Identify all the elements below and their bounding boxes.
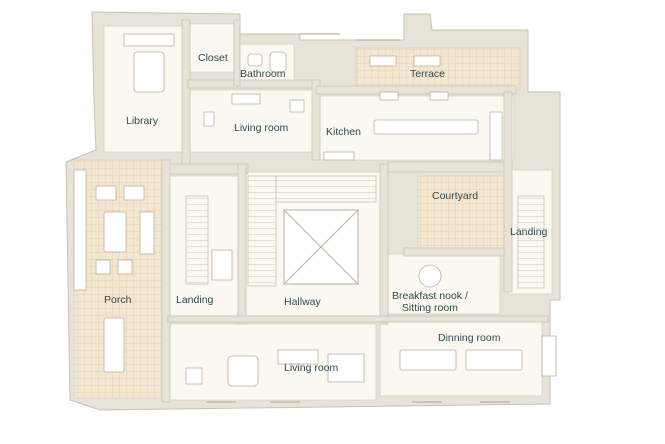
- room-label-bathroom: Bathroom: [240, 68, 286, 80]
- room-label-closet: Closet: [198, 52, 228, 64]
- room-label-hallway: Hallway: [284, 296, 321, 308]
- room-label-landing-right: Landing: [510, 226, 548, 238]
- room-label-living-room-upper: Living room: [234, 122, 289, 134]
- room-label-kitchen: Kitchen: [326, 126, 362, 138]
- room-label-dinning-room: Dinning room: [438, 332, 501, 344]
- room-label-breakfast-nook: Breakfast nook / Sitting room: [392, 290, 468, 314]
- stairwell-void: [283, 209, 359, 285]
- room-label-courtyard: Courtyard: [432, 190, 479, 202]
- windows: [206, 33, 510, 403]
- furniture: [73, 33, 557, 387]
- room-label-library: Library: [126, 115, 159, 127]
- staircases: [185, 175, 545, 289]
- room-label-porch: Porch: [104, 294, 132, 306]
- room-label-living-room-lower: Living room: [284, 362, 339, 374]
- room-label-terrace: Terrace: [410, 68, 446, 80]
- interior-walls: [161, 19, 549, 403]
- room-label-landing-left: Landing: [176, 294, 214, 306]
